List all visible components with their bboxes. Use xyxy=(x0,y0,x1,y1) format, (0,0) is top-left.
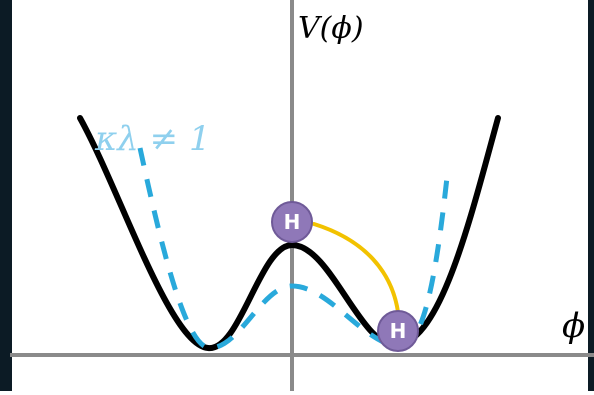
right-frame-strip xyxy=(588,0,594,391)
dashed-curve-label: κλ ≠ 1 xyxy=(94,119,211,159)
transition-connector xyxy=(312,222,400,314)
higgs-particle-icon: H xyxy=(271,201,313,243)
solid-potential-curve xyxy=(77,115,501,351)
left-frame-strip xyxy=(0,0,12,391)
y-axis-label: V(ϕ) xyxy=(298,11,364,46)
particle-bottom-label: H xyxy=(390,319,407,343)
dashed-potential-curve xyxy=(137,147,451,351)
particle-top-label: H xyxy=(284,210,301,234)
particle-bottom-circle xyxy=(377,310,419,352)
higgs-particle-icon: H xyxy=(377,310,419,352)
x-axis-label: ϕ xyxy=(562,306,585,346)
particle-top-circle xyxy=(271,201,313,243)
